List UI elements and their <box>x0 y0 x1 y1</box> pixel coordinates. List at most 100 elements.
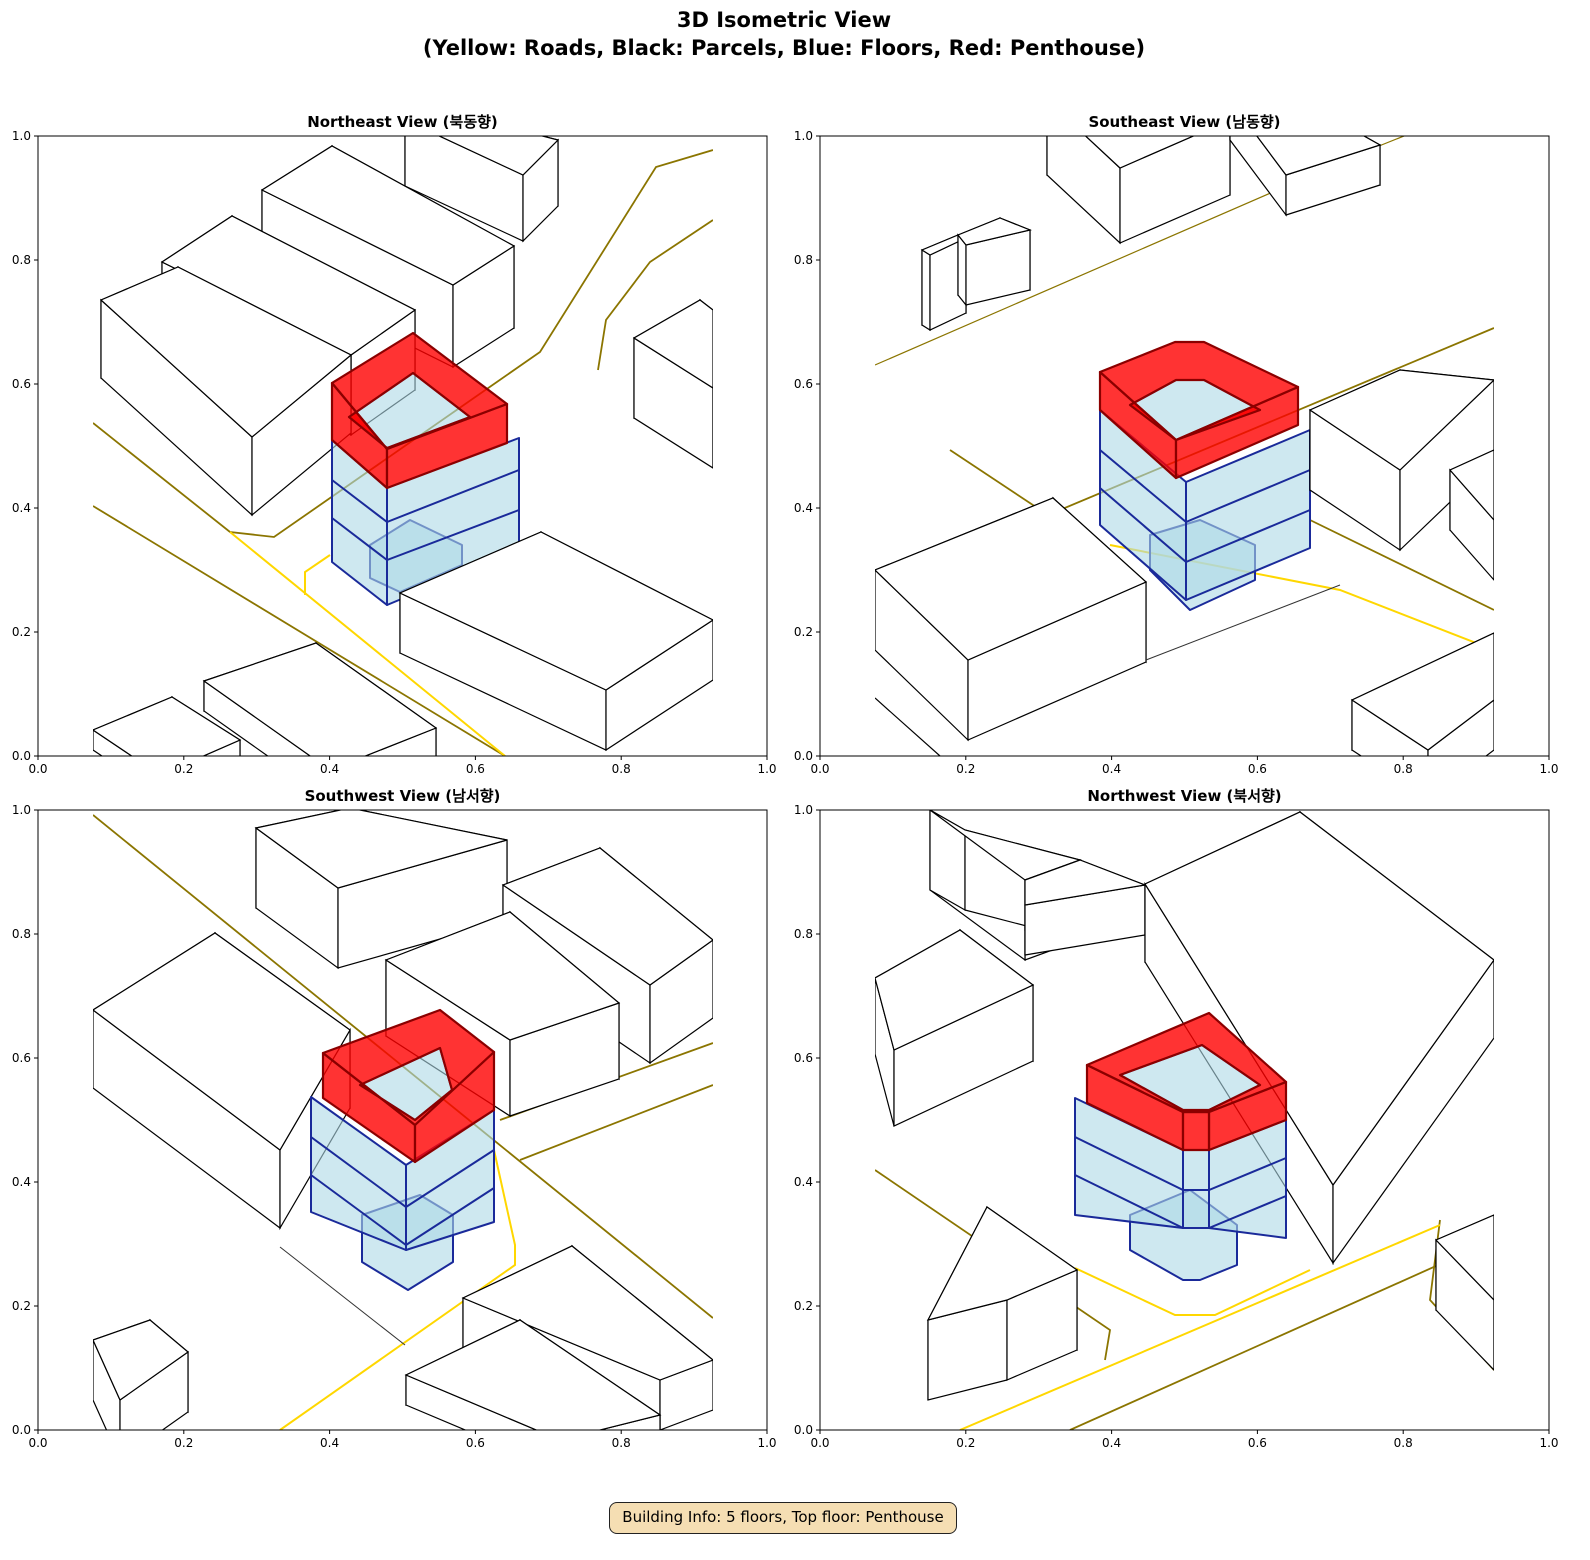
y-tick-label: 0.2 <box>12 625 31 639</box>
parcel-top <box>437 136 560 176</box>
y-tick-label: 0.6 <box>794 377 813 391</box>
y-tick-label: 1.0 <box>12 129 31 143</box>
parcel-top <box>254 810 508 889</box>
y-tick-label: 1.0 <box>794 129 813 143</box>
y-tick-label: 0.2 <box>794 625 813 639</box>
panel-title: Southwest View (남서향) <box>305 787 501 805</box>
y-tick-label: 0.6 <box>12 377 31 391</box>
parcel-top <box>93 1319 189 1401</box>
y-tick-label: 0.4 <box>12 1175 31 1189</box>
parcel-top <box>1350 632 1494 751</box>
floor-face <box>1185 429 1311 601</box>
floor-line <box>331 469 520 524</box>
x-tick-label: 0.8 <box>612 762 631 776</box>
x-tick-label: 1.0 <box>757 1436 776 1450</box>
x-tick-label: 0.8 <box>1394 1436 1413 1450</box>
y-tick-label: 0.2 <box>794 1299 813 1313</box>
isometric-scene <box>93 136 713 756</box>
road <box>279 1149 516 1430</box>
y-tick-label: 0.2 <box>12 1299 31 1313</box>
x-tick-label: 0.0 <box>28 762 47 776</box>
x-tick-label: 0.4 <box>320 1436 339 1450</box>
y-tick-label: 0.0 <box>794 1423 813 1437</box>
penthouse-top <box>321 1008 496 1127</box>
subplot-panel-4: Northwest View (북서향) 0.0 0.2 0.4 0.6 0.8 1.0 0.… <box>794 787 1559 1450</box>
parcel-line <box>279 1246 406 1346</box>
parcel-top <box>875 929 1035 1051</box>
parcel-top <box>632 299 713 389</box>
y-tick-label: 0.4 <box>12 501 31 515</box>
parcel-top <box>1256 136 1382 176</box>
y-tick-label: 0.6 <box>12 1051 31 1065</box>
road-edge <box>93 505 506 756</box>
parcel-top <box>926 1206 1079 1321</box>
x-tick-label: 0.4 <box>1102 762 1121 776</box>
axes-frame <box>819 135 1550 757</box>
x-tick-label: 0.0 <box>810 1436 829 1450</box>
x-tick-label: 0.6 <box>466 1436 485 1450</box>
y-tick-label: 0.0 <box>794 749 813 763</box>
x-tick-label: 0.4 <box>320 762 339 776</box>
parcel-top <box>260 145 516 286</box>
x-tick-label: 0.0 <box>810 762 829 776</box>
x-tick-label: 0.0 <box>28 1436 47 1450</box>
y-tick-label: 0.4 <box>794 501 813 515</box>
parcel-top <box>99 266 353 438</box>
x-tick-label: 0.2 <box>956 762 975 776</box>
parcel-line <box>1145 584 1341 661</box>
y-tick-label: 0.0 <box>12 1423 31 1437</box>
parcel-top <box>875 497 1148 661</box>
parcel-top <box>398 531 713 691</box>
building-info-box: Building Info: 5 floors, Top floor: Pent… <box>609 1502 957 1534</box>
parcel-top <box>93 696 242 756</box>
x-tick-label: 0.2 <box>956 1436 975 1450</box>
penthouse-top <box>1085 1011 1288 1114</box>
parcel-top <box>957 217 1032 246</box>
road-edge <box>949 449 1049 516</box>
floor-line <box>331 509 520 562</box>
floor-line <box>1099 487 1311 564</box>
panel-title: Southeast View (남동향) <box>1088 113 1280 131</box>
road-edge <box>1069 1239 1494 1430</box>
y-tick-label: 0.8 <box>794 927 813 941</box>
x-tick-label: 1.0 <box>1539 1436 1558 1450</box>
x-tick-label: 0.2 <box>174 762 193 776</box>
panel-title: Northwest View (북서향) <box>1087 787 1281 805</box>
floor-line <box>310 1136 495 1209</box>
y-tick-label: 0.8 <box>794 253 813 267</box>
axes-frame <box>37 809 768 1431</box>
road-edge <box>519 1084 713 1161</box>
parcel-top <box>501 847 713 986</box>
figure-title-line1: 3D Isometric View <box>677 8 891 32</box>
y-tick-label: 1.0 <box>794 803 813 817</box>
road <box>959 1224 1441 1430</box>
floor-line <box>310 1174 495 1247</box>
floor-line <box>1074 1136 1287 1191</box>
y-tick-label: 0.0 <box>12 749 31 763</box>
road-edge <box>1309 519 1494 611</box>
parcel-face <box>921 248 931 332</box>
parcel-top <box>461 1245 713 1381</box>
axes-frame <box>819 809 1550 1431</box>
parcel-face <box>957 233 967 307</box>
y-tick-label: 0.6 <box>794 1051 813 1065</box>
parcel-face <box>1119 136 1231 244</box>
road-edge <box>597 219 713 371</box>
x-tick-label: 0.8 <box>1394 762 1413 776</box>
y-tick-label: 0.8 <box>12 253 31 267</box>
y-tick-label: 0.4 <box>794 1175 813 1189</box>
x-tick-label: 1.0 <box>757 762 776 776</box>
penthouse-top <box>1098 340 1300 442</box>
floor-line <box>1099 449 1311 524</box>
penthouse-face <box>1181 1110 1211 1152</box>
axes-frame <box>37 135 768 757</box>
x-tick-label: 1.0 <box>1539 762 1558 776</box>
x-tick-label: 0.4 <box>1102 1436 1121 1450</box>
parcel-top <box>384 911 621 1041</box>
road <box>229 531 506 756</box>
parcel-top <box>93 932 351 1151</box>
road-edge <box>875 1169 1111 1361</box>
